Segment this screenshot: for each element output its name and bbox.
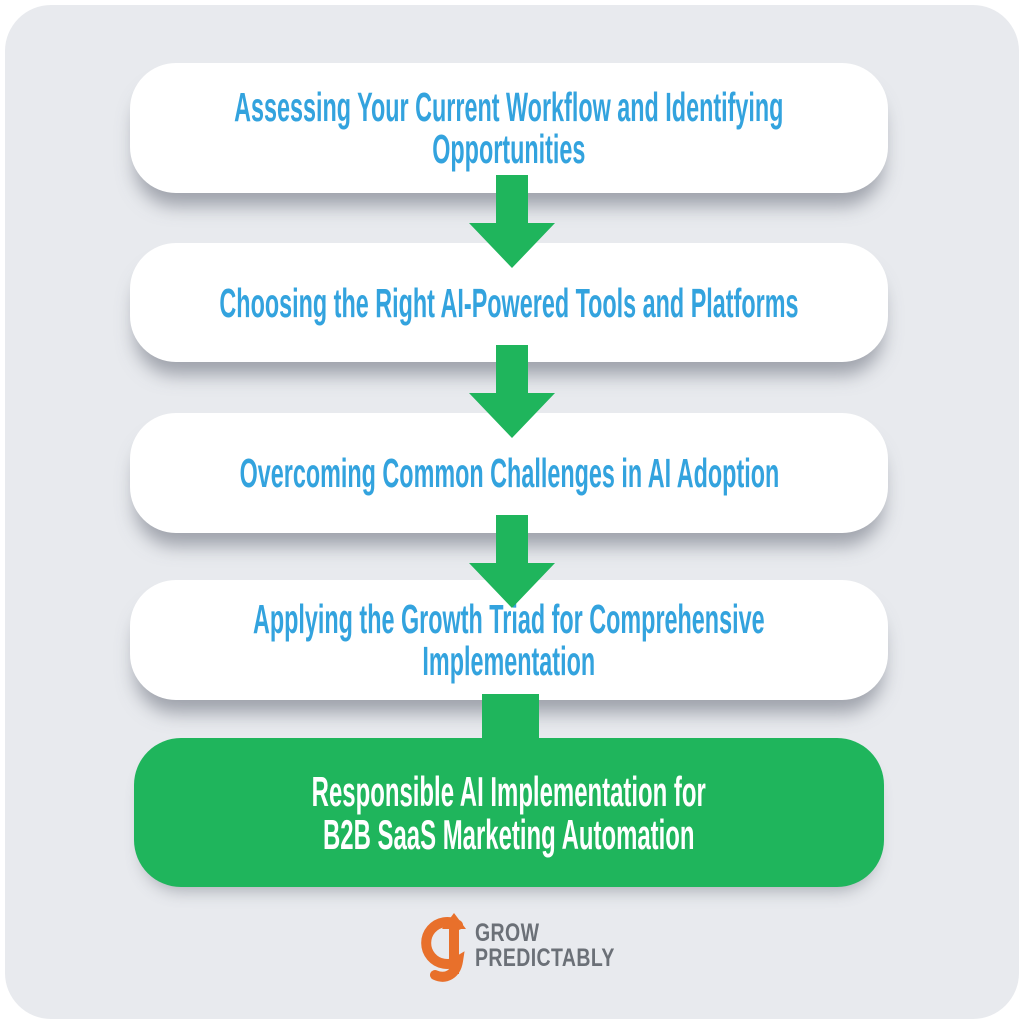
flow-connector	[482, 694, 539, 752]
logo-word-grow: GROW	[475, 919, 540, 947]
down-arrow-icon	[469, 345, 555, 438]
step-1-title-line-1: Assessing Your Current Workflow and Iden…	[234, 84, 784, 130]
step-4-title-line-2: Implementation	[422, 638, 596, 684]
step-4-title-line-1: Applying the Growth Triad for Comprehens…	[253, 596, 765, 642]
final-title-line-1: Responsible AI Implementation for	[311, 767, 707, 815]
grow-predictably-logo: GROW PREDICTABLY	[408, 912, 654, 984]
logo-word-predictably: PREDICTABLY	[475, 944, 615, 972]
step-3-title-line-1: Overcoming Common Challenges in AI Adopt…	[239, 450, 779, 496]
step-2-title-line-1: Choosing the Right AI-Powered Tools and …	[219, 279, 799, 326]
step-3-title: Overcoming Common Challenges in AI Adopt…	[239, 452, 779, 494]
step-1-title-line-2: Opportunities	[432, 126, 586, 172]
logo-wordmark: GROW PREDICTABLY	[475, 921, 615, 971]
down-arrow-icon	[469, 515, 555, 608]
final-step-box: Responsible AI Implementation for B2B Sa…	[134, 738, 884, 887]
logo-g-arrow-icon	[421, 913, 466, 982]
step-2-title: Choosing the Right AI-Powered Tools and …	[219, 282, 798, 324]
step-1-title: Assessing Your Current Workflow and Iden…	[234, 86, 783, 170]
down-arrow-icon	[469, 175, 555, 268]
step-box-1: Assessing Your Current Workflow and Iden…	[130, 63, 888, 193]
step-4-title: Applying the Growth Triad for Comprehens…	[253, 598, 765, 682]
final-title-line-2: B2B SaaS Marketing Automation	[323, 810, 695, 858]
final-step-title: Responsible AI Implementation for B2B Sa…	[312, 770, 706, 856]
